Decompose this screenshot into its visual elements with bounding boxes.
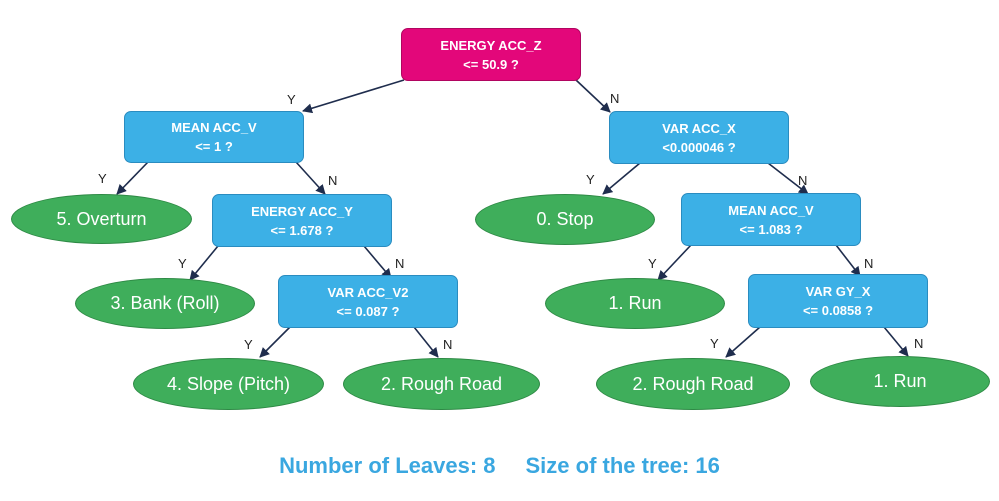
edge-label-yes: Y xyxy=(244,337,253,352)
edge-var-acc-x-to-mean-acc-v-2 xyxy=(767,162,809,195)
tree-summary: Number of Leaves: 8 Size of the tree: 16 xyxy=(0,448,999,484)
node-feature: MEAN ACC_V xyxy=(728,202,814,218)
node-threshold: <0.000046 ? xyxy=(662,139,736,155)
edge-var-gy-x-to-rough-road xyxy=(725,326,761,358)
leaf-rough-road: 2. Rough Road xyxy=(343,358,540,410)
edge-energy-acc-y-to-bank xyxy=(189,245,219,281)
edge-label-yes: Y xyxy=(287,92,296,107)
leaf-label: 2. Rough Road xyxy=(632,373,754,394)
node-feature: ENERGY ACC_Z xyxy=(440,37,542,53)
node-feature: VAR ACC_X xyxy=(662,120,736,136)
edge-mean-acc-v-to-energy-acc-y xyxy=(295,161,326,195)
edge-var-acc-x-to-stop xyxy=(602,162,641,195)
decision-node-var-acc-v2: VAR ACC_V2 <= 0.087 ? xyxy=(278,275,458,328)
leaf-label: 0. Stop xyxy=(536,209,594,229)
leaf-stop: 0. Stop xyxy=(475,194,655,245)
decision-node-mean-acc-v-2: MEAN ACC_V <= 1.083 ? xyxy=(681,193,861,246)
leaf-rough-road-2: 2. Rough Road xyxy=(596,358,790,410)
edge-label-no: N xyxy=(864,256,874,271)
edge-mean-acc-v-2-to-var-gy-x xyxy=(835,244,861,277)
edge-label-no: N xyxy=(798,173,808,188)
node-feature: VAR ACC_V2 xyxy=(327,284,409,300)
node-threshold: <= 1.678 ? xyxy=(270,222,334,238)
edge-mean-acc-v-2-to-run xyxy=(657,244,692,281)
leaf-bank-roll: 3. Bank (Roll) xyxy=(75,278,255,329)
edge-label-no: N xyxy=(914,336,924,351)
edge-var-acc-v2-to-rough-road xyxy=(413,326,439,358)
decision-node-energy-acc-y: ENERGY ACC_Y <= 1.678 ? xyxy=(212,194,392,247)
edge-label-yes: Y xyxy=(710,336,719,351)
edge-label-yes: Y xyxy=(98,171,107,186)
decision-node-var-acc-x: VAR ACC_X <0.000046 ? xyxy=(609,111,789,164)
leaf-label: 1. Run xyxy=(608,293,662,313)
node-feature: ENERGY ACC_Y xyxy=(251,203,353,219)
edge-energy-acc-y-to-var-acc-v2 xyxy=(363,245,392,279)
edge-root-to-mean-acc-v xyxy=(302,79,405,114)
tree-size-text: Size of the tree: 16 xyxy=(525,453,720,478)
edge-root-to-var-acc-x xyxy=(575,79,611,113)
leaf-run-2: 1. Run xyxy=(810,356,990,407)
edge-label-yes: Y xyxy=(648,256,657,271)
edge-mean-acc-v-to-overturn xyxy=(116,161,149,195)
leaf-label: 3. Bank (Roll) xyxy=(110,293,220,313)
leaf-label: 4. Slope (Pitch) xyxy=(166,373,291,394)
root-node-energy-acc-z: ENERGY ACC_Z <= 50.9 ? xyxy=(401,28,581,81)
edge-label-no: N xyxy=(610,91,620,106)
leaf-label: 2. Rough Road xyxy=(380,373,503,394)
edge-label-no: N xyxy=(395,256,405,271)
decision-node-var-gy-x: VAR GY_X <= 0.0858 ? xyxy=(748,274,928,328)
edge-label-yes: Y xyxy=(178,256,187,271)
node-threshold: <= 50.9 ? xyxy=(463,56,519,72)
leaf-slope-pitch: 4. Slope (Pitch) xyxy=(133,358,324,410)
edge-var-acc-v2-to-slope xyxy=(259,326,291,358)
leaf-label: 1. Run xyxy=(873,371,927,391)
node-feature: VAR GY_X xyxy=(805,284,871,299)
node-feature: MEAN ACC_V xyxy=(171,120,257,135)
edge-var-gy-x-to-run xyxy=(883,326,909,357)
leaves-count-text: Number of Leaves: 8 xyxy=(279,453,496,478)
edge-label-yes: Y xyxy=(586,172,595,187)
node-threshold: <= 0.0858 ? xyxy=(802,303,874,318)
node-threshold: <= 1 ? xyxy=(195,139,233,154)
decision-node-mean-acc-v: MEAN ACC_V <= 1 ? xyxy=(124,111,304,163)
leaf-run: 1. Run xyxy=(545,278,725,329)
node-threshold: <= 1.083 ? xyxy=(739,221,803,237)
edge-label-no: N xyxy=(443,337,453,352)
leaf-label: 5. Overturn xyxy=(56,208,147,229)
edge-label-no: N xyxy=(328,173,338,188)
node-threshold: <= 0.087 ? xyxy=(336,303,400,319)
leaf-overturn: 5. Overturn xyxy=(11,194,192,244)
